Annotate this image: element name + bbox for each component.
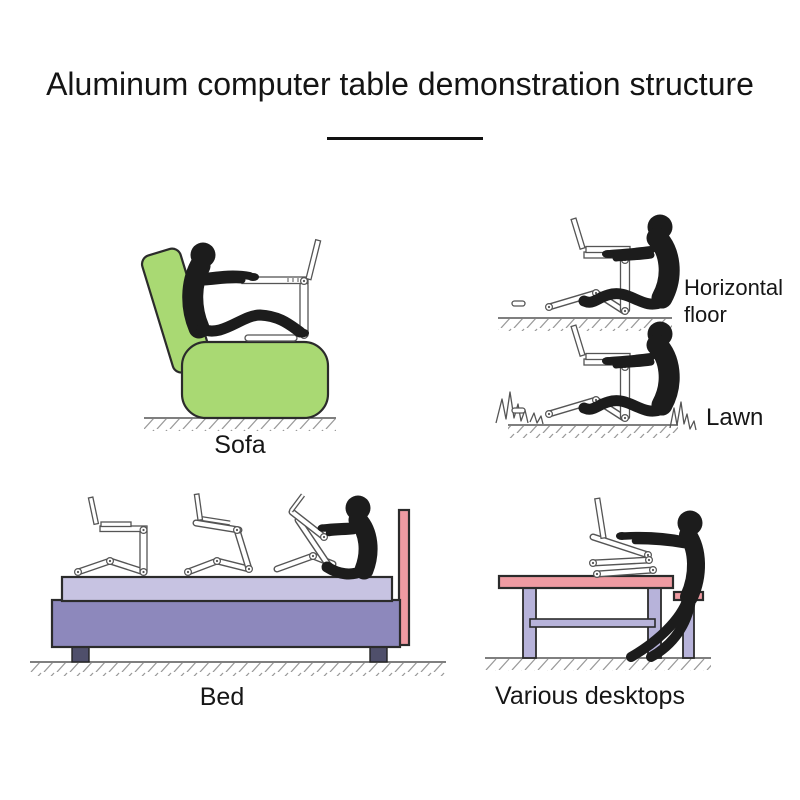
horizontal-floor-scene-illustration (498, 208, 680, 331)
ground-hatch (485, 659, 711, 671)
grass-icon (495, 391, 529, 424)
laptop-stand-icon (588, 497, 658, 579)
desktops-scene-illustration (485, 497, 711, 671)
bed-foot (369, 646, 388, 663)
desktops-label: Various desktops (495, 682, 685, 710)
bed-foot (71, 646, 90, 663)
bed-headboard (397, 508, 411, 647)
laptop-icon (305, 238, 322, 281)
bed-label: Bed (199, 683, 245, 711)
sofa-label: Sofa (214, 431, 266, 459)
person-figure (317, 495, 378, 580)
laptop-stand-icon (184, 493, 253, 577)
sofa-scene-illustration (140, 238, 336, 431)
ground-hatch (498, 319, 672, 331)
laptop-stand-icon (273, 493, 337, 573)
page-title: Aluminum computer table demonstration st… (46, 66, 754, 102)
laptop-stand-icon (73, 496, 148, 577)
person-figure (182, 242, 309, 339)
bed-frame (50, 598, 402, 649)
ground-hatch (144, 419, 336, 431)
sofa-seat (180, 340, 330, 420)
ground-hatch (30, 663, 446, 676)
lawn-scene-illustration (495, 325, 697, 438)
horizontal-floor-label: Horizontal floor (684, 275, 784, 327)
grass-icon (669, 401, 697, 431)
ground-hatch (508, 426, 678, 438)
title-underline (327, 137, 483, 140)
person-figure (616, 510, 705, 662)
grass-icon (529, 412, 544, 425)
bed-scene-illustration (30, 493, 446, 676)
laptop-stand-icon (241, 276, 309, 342)
laptop-icon (594, 497, 607, 540)
lawn-label: Lawn (706, 404, 764, 431)
bed-mattress (60, 575, 394, 603)
